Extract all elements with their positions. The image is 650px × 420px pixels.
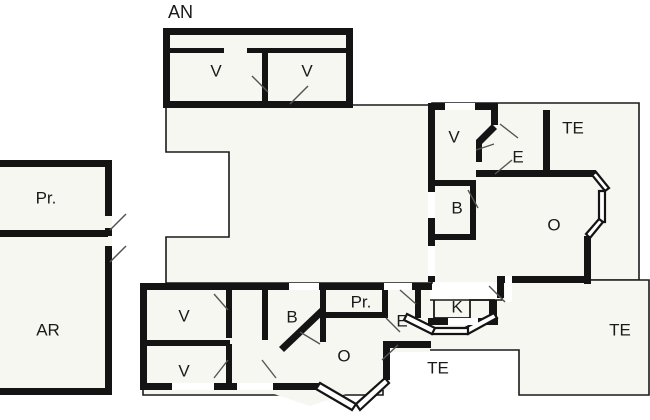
room-label-ne-te: TE [562, 118, 584, 137]
an-floor [163, 28, 353, 108]
building-northeast [428, 103, 611, 303]
ne-wall-vb-divider [428, 180, 476, 186]
south-wall-v-divider [140, 340, 230, 346]
room-label-ne-e: E [512, 147, 523, 166]
ne-e-wall-angled [476, 124, 497, 145]
room-label-s-v-bottom: V [178, 361, 190, 380]
plan-labels: AN V V Pr. AR V E TE B O TE K TE E Pr. B… [36, 2, 631, 380]
south-bay-window-left [314, 381, 358, 412]
room-label-an-v-right: V [301, 61, 313, 80]
door-swing-south-e [399, 289, 417, 305]
ne-bay-window-diag [584, 217, 605, 240]
left-wall-bottom [0, 388, 112, 395]
ne-wall-o-bottomleft [497, 276, 504, 298]
left-wall-right-middle [105, 228, 112, 236]
left-wall-divider [0, 230, 108, 237]
building-label-an: AN [168, 2, 193, 22]
door-swing-south-hall [261, 359, 277, 379]
south-wall-left [140, 283, 147, 390]
south-wall-top [140, 283, 432, 290]
window-south-bottom-2 [237, 383, 273, 390]
south-wall-hall-left [226, 290, 232, 338]
ne-te-wall-vertical [543, 110, 550, 175]
door-swing-south-pr [385, 317, 401, 333]
window-ne-o-exit [505, 276, 512, 302]
south-bay-window-mid3 [402, 312, 437, 336]
ne-bay-window-lower [597, 189, 607, 224]
ne-wall-v-right [491, 103, 498, 125]
room-label-ne-o: O [547, 215, 560, 234]
south-wall-b-right [320, 290, 326, 342]
door-swing-left-pr [109, 213, 127, 231]
south-wall-hall-left2 [226, 344, 232, 390]
room-label-s-o: O [337, 346, 350, 365]
ne-wall-o-bottom [497, 276, 591, 283]
door-swing-ne-e-bottom [494, 159, 513, 175]
door-swing-south-v2 [213, 359, 229, 379]
door-swing-ne-o-exit [488, 285, 506, 303]
door-swing-left-ar [109, 245, 127, 263]
window-south-top-2 [384, 283, 412, 290]
room-label-se-te: TE [609, 320, 631, 339]
south-bay-window-right [354, 376, 391, 412]
an-wall-right [346, 28, 353, 108]
window-south-top-1 [289, 283, 319, 290]
ne-wall-o-top [550, 170, 596, 177]
south-wall-o-right [383, 348, 390, 380]
window-ne-left-b [428, 192, 435, 218]
an-hall-wall-right [247, 48, 353, 53]
window-kitchen [448, 318, 478, 325]
room-label-s-e: E [396, 311, 407, 330]
door-swing-south-b [299, 331, 321, 345]
left-building-floor [0, 160, 112, 395]
an-wall-left [163, 28, 170, 108]
south-b-angled-wall [279, 307, 326, 352]
door-swing-an-right [289, 85, 309, 105]
door-swing-ne-e-top [499, 123, 519, 139]
south-wall-hall-right [262, 290, 268, 340]
building-an [163, 28, 353, 108]
an-wall-top [163, 28, 353, 35]
ne-wall-o-bottomright [584, 236, 591, 284]
left-wall-right-lower [105, 246, 112, 395]
an-partition-middle [262, 48, 268, 104]
room-label-left-ar: AR [36, 320, 60, 339]
room-label-s-v-top: V [178, 306, 190, 325]
room-label-ne-v: V [448, 127, 460, 146]
window-ne-left-lower [428, 246, 435, 276]
south-wall-pr-bottom [326, 312, 388, 318]
an-wall-bottom [163, 101, 353, 108]
courtyard-outline [165, 104, 433, 284]
left-wall-right-upper [105, 160, 112, 216]
south-wall-e-right [415, 290, 421, 318]
room-label-s-b: B [286, 307, 297, 326]
ne-wall-b-bottom [428, 234, 476, 240]
room-label-s-k: K [451, 297, 463, 316]
room-label-left-pr: Pr. [36, 188, 57, 207]
room-label-s-te: TE [427, 358, 449, 377]
south-wall-e-bottom [383, 341, 431, 348]
door-swing-an-left [251, 75, 269, 93]
room-label-ne-b: B [451, 198, 462, 217]
ne-e-wall-stub [476, 140, 482, 162]
building-south [140, 283, 499, 412]
ne-e-wall-bottom [476, 170, 550, 177]
door-swing-ne-v [475, 143, 495, 151]
door-swing-south-v1 [213, 293, 229, 311]
south-bay-window-mid2 [430, 326, 470, 336]
room-label-an-v-left: V [210, 61, 222, 80]
left-wall-top [0, 160, 112, 167]
window-ne-top [445, 103, 475, 110]
ne-wall-b-right [470, 180, 476, 240]
window-south-bottom-1 [172, 383, 214, 390]
room-label-s-pr: Pr. [351, 292, 372, 311]
building-left [0, 160, 127, 395]
an-hall-wall-left [167, 48, 224, 53]
door-swing-south-te [381, 344, 399, 361]
door-swing-ne-b [467, 189, 479, 209]
south-wall-pr-right [382, 290, 388, 318]
